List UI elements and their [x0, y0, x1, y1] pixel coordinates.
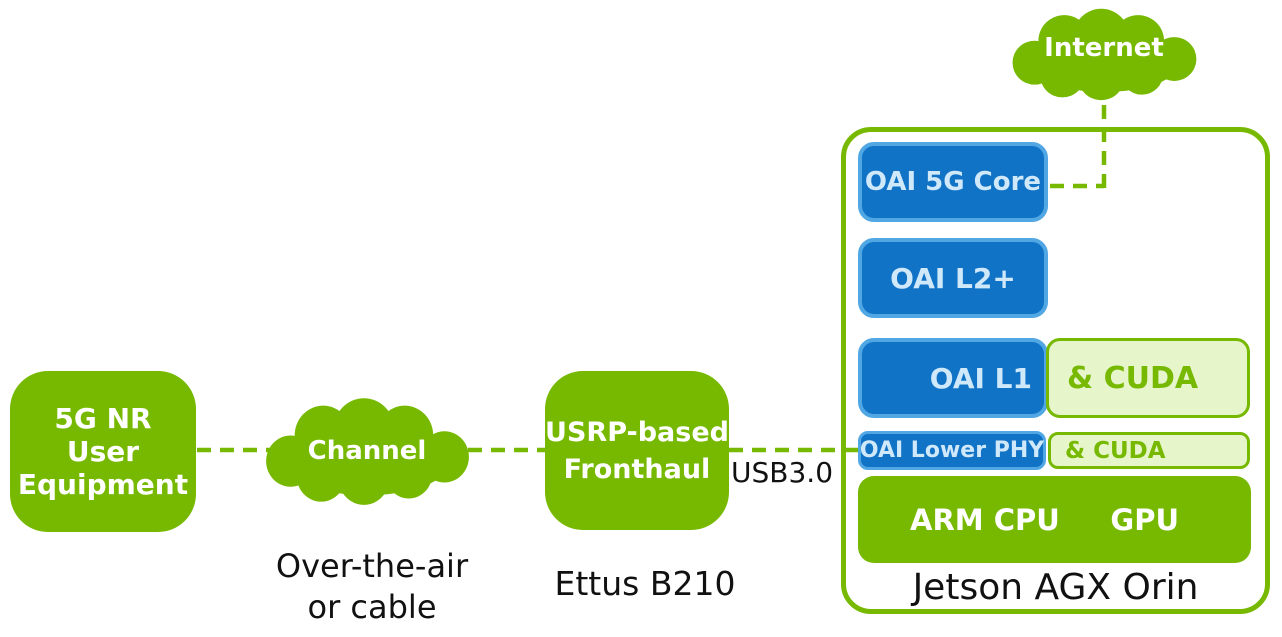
jetson-agx-orin-container [841, 127, 1270, 614]
channel-caption-line1: Over-the-air [275, 547, 469, 585]
arm-cpu-label: ARM CPU [910, 502, 1060, 537]
channel-label: Channel [307, 436, 427, 466]
node-oai-l2: OAI L2+ [858, 238, 1048, 318]
usrp-label-line2: Fronthaul [563, 453, 711, 485]
node-oai-5g-core: OAI 5G Core [858, 142, 1048, 222]
node-cuda-l1: & CUDA [1046, 338, 1250, 418]
channel-cloud-shape [266, 398, 469, 505]
node-channel: Channel [260, 395, 474, 507]
node-oai-l1: OAI L1 [858, 338, 1048, 418]
channel-caption-line2: or cable [307, 588, 437, 626]
node-internet: Internet [1007, 6, 1201, 102]
ue-label-line1: 5G NR [54, 402, 152, 435]
node-5g-nr-user-equipment: 5G NR User Equipment [10, 371, 196, 532]
usb-connection-label: USB3.0 [731, 456, 834, 489]
internet-label: Internet [1044, 33, 1164, 63]
node-usrp-fronthaul: USRP-based Fronthaul [545, 371, 729, 530]
ue-label-line2: User [66, 435, 140, 468]
node-arm-cpu-gpu: ARM CPU GPU [858, 476, 1251, 563]
gpu-label: GPU [1110, 502, 1179, 537]
usrp-caption: Ettus B210 [554, 564, 736, 603]
ue-label-line3: Equipment [17, 468, 189, 501]
jetson-caption: Jetson AGX Orin [912, 567, 1199, 608]
node-cuda-lower-phy: & CUDA [1048, 432, 1250, 469]
channel-caption: Over-the-air or cable [222, 546, 522, 628]
usrp-label-line1: USRP-based [545, 416, 729, 448]
node-oai-lower-phy: OAI Lower PHY [858, 431, 1046, 470]
internet-cloud-shape [1012, 8, 1197, 101]
